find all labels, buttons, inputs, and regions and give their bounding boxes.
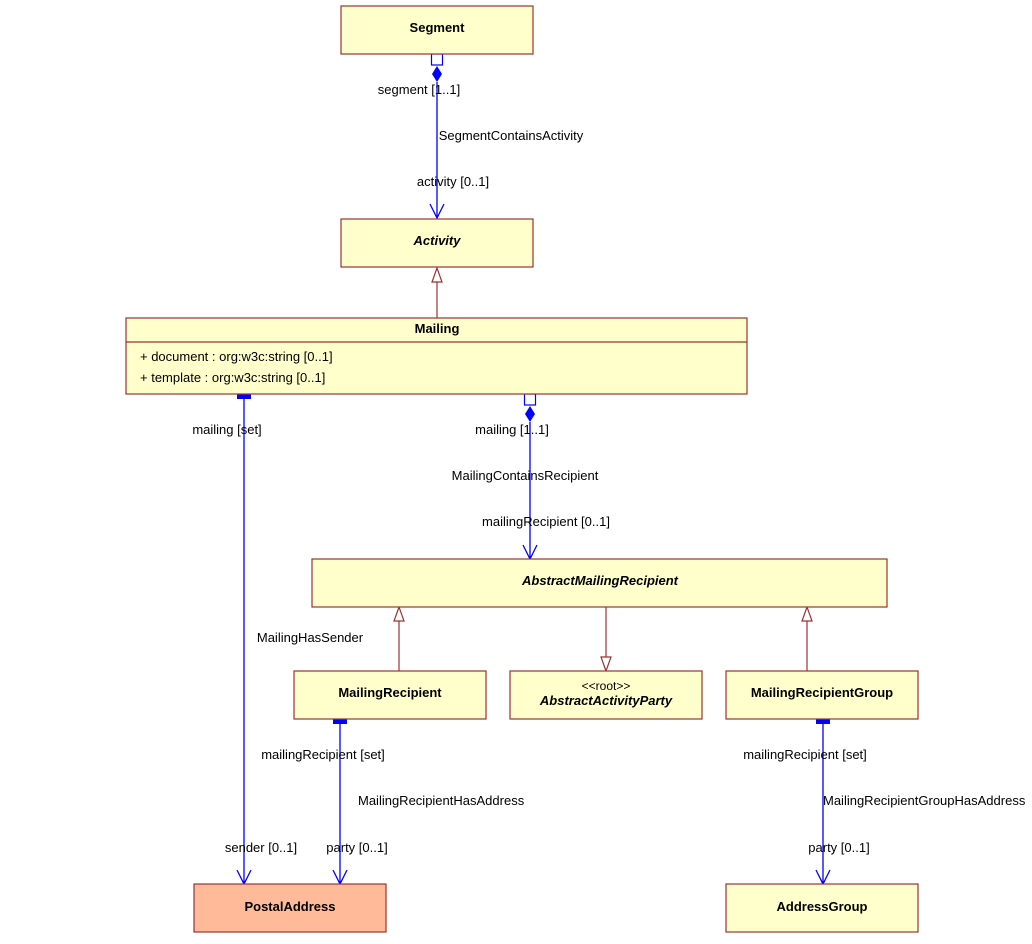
class-name: MailingRecipient [338, 685, 442, 700]
association-segment-contains-activity: segment [1..1] SegmentContainsActivity a… [378, 53, 584, 220]
class-name: PostalAddress [244, 899, 335, 914]
qualifier-square [523, 393, 537, 406]
class-name: MailingRecipientGroup [751, 685, 893, 700]
attribute-document: + document : org:w3c:string [0..1] [140, 349, 333, 364]
role-mailing-recipient-set: mailingRecipient [set] [743, 747, 867, 762]
generalization-recipientgroup-to-abstract [801, 605, 813, 671]
role-activity: activity [0..1] [417, 174, 489, 189]
class-name: AbstractActivityParty [539, 693, 673, 708]
attribute-template: + template : org:w3c:string [0..1] [140, 370, 325, 385]
generalization-mailing-to-activity [431, 266, 443, 318]
role-segment: segment [1..1] [378, 82, 460, 97]
class-mailing[interactable]: Mailing + document : org:w3c:string [0..… [125, 317, 748, 395]
class-address-group[interactable]: AddressGroup [725, 883, 919, 933]
association-mailing-recipient-group-has-address: mailingRecipient [set] MailingRecipientG… [743, 719, 1026, 886]
class-name: Segment [410, 20, 466, 35]
qualifier-bar [333, 719, 347, 724]
class-abstract-activity-party[interactable]: <<root>> AbstractActivityParty [509, 670, 703, 720]
navigability-arrow [429, 203, 445, 220]
role-mailing: mailing [1..1] [475, 422, 549, 437]
class-mailing-recipient-group[interactable]: MailingRecipientGroup [725, 670, 919, 720]
class-name: AbstractMailingRecipient [521, 573, 679, 588]
class-name: Mailing [415, 321, 460, 336]
qualifier-bar [816, 719, 830, 724]
class-mailing-recipient[interactable]: MailingRecipient [293, 670, 487, 720]
class-name: AddressGroup [776, 899, 867, 914]
role-party: party [0..1] [326, 840, 387, 855]
association-name: MailingContainsRecipient [452, 468, 599, 483]
association-mailing-recipient-has-address: mailingRecipient [set] MailingRecipientH… [261, 719, 525, 886]
role-party: party [0..1] [808, 840, 869, 855]
association-name: SegmentContainsActivity [439, 128, 584, 143]
stereotype: <<root>> [582, 679, 631, 693]
role-mailing-recipient-set: mailingRecipient [set] [261, 747, 385, 762]
role-mailing-recipient: mailingRecipient [0..1] [482, 514, 610, 529]
class-abstract-mailing-recipient[interactable]: AbstractMailingRecipient [311, 558, 888, 608]
qualifier-bar [237, 394, 251, 399]
role-sender: sender [0..1] [225, 840, 297, 855]
association-mailing-has-sender: mailing [set] MailingHasSender sender [0… [192, 394, 364, 886]
class-activity[interactable]: Activity [340, 218, 534, 268]
generalization-mailingrecipient-to-abstract [393, 605, 405, 671]
qualifier-square [430, 53, 444, 66]
class-postal-address[interactable]: PostalAddress [193, 883, 387, 933]
composition-diamond [525, 406, 535, 422]
composition-diamond [432, 66, 442, 82]
class-segment[interactable]: Segment [340, 5, 534, 55]
class-name: Activity [413, 233, 462, 248]
role-mailing-set: mailing [set] [192, 422, 261, 437]
association-mailing-contains-recipient: mailing [1..1] MailingContainsRecipient … [452, 393, 610, 561]
association-name: MailingRecipientGroupHasAddress [823, 793, 1026, 808]
association-name: MailingHasSender [257, 630, 364, 645]
generalization-abstract-to-activityparty [600, 607, 612, 673]
association-name: MailingRecipientHasAddress [358, 793, 525, 808]
